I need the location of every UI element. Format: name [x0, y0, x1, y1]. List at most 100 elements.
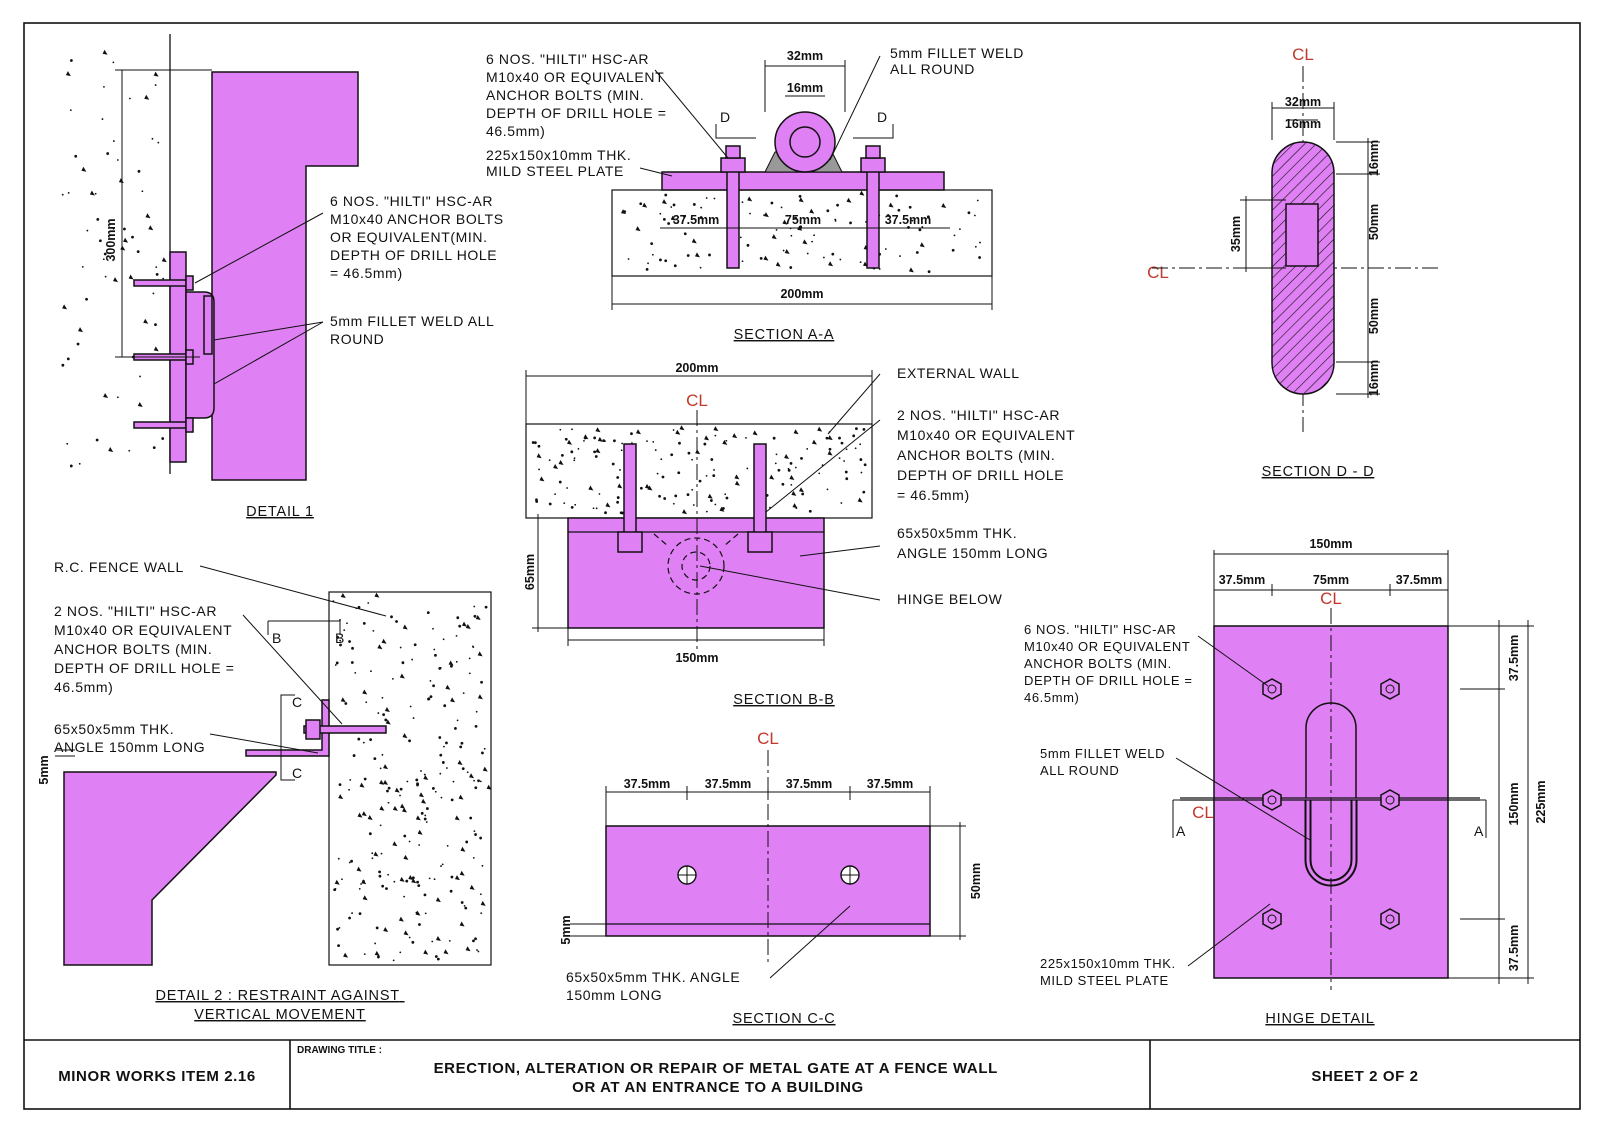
- detail1-concrete-wall: [60, 34, 170, 474]
- sectionbb-title: SECTION B-B: [733, 692, 834, 708]
- detail-2: B B C C 5mm R.C. FENCE WALL 2 NOS. "HILT…: [37, 559, 492, 1023]
- title-block: MINOR WORKS ITEM 2.16 DRAWING TITLE : ER…: [24, 1039, 1580, 1109]
- sectiondd-pin-slot: [1285, 203, 1319, 267]
- svg-text:32mm: 32mm: [787, 49, 823, 63]
- detail1-dim-300: 300mm: [104, 218, 118, 261]
- detail2-note-wall: R.C. FENCE WALL: [54, 559, 184, 575]
- svg-text:150mm: 150mm: [1507, 782, 1521, 825]
- svg-text:75mm: 75mm: [1313, 573, 1349, 587]
- sectionbb-note-angle: 65x50x5mm THK. ANGLE 150mm LONG: [897, 525, 1048, 561]
- svg-text:50mm: 50mm: [1367, 204, 1381, 240]
- sectionaa-plate: [661, 171, 945, 191]
- hinge-anchor-bolts: [1262, 678, 1400, 930]
- svg-text:37.5mm: 37.5mm: [1507, 925, 1521, 972]
- svg-text:D: D: [877, 109, 888, 125]
- detail2-note-angle: 65x50x5mm THK. ANGLE 150mm LONG: [54, 721, 205, 755]
- detail1-gate-frame: [211, 71, 359, 481]
- svg-text:37.5mm: 37.5mm: [1396, 573, 1443, 587]
- hinge-detail: CL CL A A 150mm 37.5mm 75mm 37.5mm 37.5m…: [1024, 537, 1548, 1027]
- svg-text:32mm: 32mm: [1285, 95, 1321, 109]
- svg-text:225mm: 225mm: [1534, 780, 1548, 823]
- svg-text:CL: CL: [757, 729, 779, 748]
- svg-text:D: D: [720, 109, 731, 125]
- detail2-gate-frame: [63, 771, 277, 966]
- svg-text:16mm: 16mm: [1285, 117, 1321, 131]
- svg-text:CL: CL: [1192, 803, 1214, 822]
- svg-text:CL: CL: [1320, 589, 1342, 608]
- svg-text:65mm: 65mm: [523, 554, 537, 590]
- detail-1: 300mm 6 NOS. "HILTI" HSC-AR M10x40 ANCHO…: [60, 34, 508, 520]
- section-a-a: D D 32mm 16mm 37.5mm 75mm 37.5mm 200mm 6…: [486, 45, 1023, 343]
- svg-text:16mm: 16mm: [787, 81, 823, 95]
- sectiondd-title: SECTION D - D: [1262, 464, 1375, 480]
- title-block-title: ERECTION, ALTERATION OR REPAIR OF METAL …: [434, 1060, 1003, 1096]
- sheet-border: [23, 22, 1581, 1110]
- sectioncc-note-angle: 65x50x5mm THK. ANGLE 150mm LONG: [566, 969, 745, 1003]
- detail1-title: DETAIL 1: [246, 504, 314, 520]
- detail1-note-bolts: 6 NOS. "HILTI" HSC-AR M10x40 ANCHOR BOLT…: [330, 193, 508, 281]
- svg-text:16mm: 16mm: [1367, 360, 1381, 396]
- svg-text:CL: CL: [1147, 263, 1169, 282]
- svg-text:37.5mm: 37.5mm: [885, 213, 932, 227]
- hinge-detail-title: HINGE DETAIL: [1265, 1011, 1374, 1027]
- svg-text:5mm: 5mm: [559, 915, 573, 944]
- detail2-title: DETAIL 2 : RESTRAINT AGAINST VERTICAL MO…: [155, 988, 404, 1023]
- sectionbb-anchor-bolts: [617, 443, 773, 553]
- svg-text:B: B: [335, 630, 345, 646]
- sectionaa-title: SECTION A-A: [734, 327, 835, 343]
- section-d-d: CL CL 32mm 16mm 35mm 16mm 50mm 50mm 16mm…: [1147, 45, 1438, 480]
- svg-text:5mm: 5mm: [37, 755, 51, 784]
- sectionbb-external-wall: [525, 423, 873, 519]
- svg-text:37.5mm: 37.5mm: [705, 777, 752, 791]
- hinge-note-weld: 5mm FILLET WELD ALL ROUND: [1040, 746, 1169, 778]
- svg-text:37.5mm: 37.5mm: [673, 213, 720, 227]
- detail2-fence-wall: [328, 591, 492, 966]
- detail2-note-bolts: 2 NOS. "HILTI" HSC-AR M10x40 OR EQUIVALE…: [54, 603, 239, 695]
- detail2-anchor-bolt: [303, 719, 387, 740]
- svg-text:35mm: 35mm: [1229, 216, 1243, 252]
- hinge-note-plate: 225x150x10mm THK. MILD STEEL PLATE: [1040, 956, 1180, 988]
- svg-text:C: C: [292, 694, 303, 710]
- title-block-item: MINOR WORKS ITEM 2.16: [58, 1068, 256, 1085]
- sectionbb-note-hinge: HINGE BELOW: [897, 591, 1003, 607]
- svg-text:37.5mm: 37.5mm: [1219, 573, 1266, 587]
- sectionbb-angle: [567, 517, 825, 629]
- sectionbb-note-wall: EXTERNAL WALL: [897, 365, 1020, 381]
- svg-text:C: C: [292, 765, 303, 781]
- svg-text:200mm: 200mm: [675, 361, 718, 375]
- sectionaa-note-plate: 225x150x10mm THK. MILD STEEL PLATE: [486, 147, 636, 179]
- detail1-concrete-aggregate: [61, 49, 167, 468]
- detail2-angle: [245, 699, 330, 757]
- title-block-label: DRAWING TITLE :: [297, 1045, 382, 1056]
- svg-text:CL: CL: [1292, 45, 1314, 64]
- svg-text:A: A: [1474, 823, 1484, 839]
- sectionbb-hinge-below: [667, 537, 725, 595]
- svg-text:50mm: 50mm: [1367, 298, 1381, 334]
- svg-text:B: B: [272, 630, 282, 646]
- svg-text:37.5mm: 37.5mm: [1507, 635, 1521, 682]
- hinge-note-bolts: 6 NOS. "HILTI" HSC-AR M10x40 OR EQUIVALE…: [1024, 622, 1197, 705]
- svg-text:150mm: 150mm: [1309, 537, 1352, 551]
- sectionaa-anchor-bolts: [720, 145, 886, 269]
- sectioncc-title: SECTION C-C: [732, 1011, 835, 1027]
- svg-text:16mm: 16mm: [1367, 140, 1381, 176]
- section-c-c: CL 37.5mm 37.5mm 37.5mm 37.5mm 50mm 5mm …: [559, 729, 983, 1027]
- sectionaa-concrete: [611, 189, 993, 277]
- svg-text:75mm: 75mm: [785, 213, 821, 227]
- svg-text:37.5mm: 37.5mm: [786, 777, 833, 791]
- detail2-concrete-aggregate: [332, 592, 492, 962]
- sectionbb-note-bolts: 2 NOS. "HILTI" HSC-AR M10x40 OR EQUIVALE…: [897, 407, 1079, 503]
- detail1-note-weld: 5mm FILLET WELD ALL ROUND: [330, 313, 498, 347]
- svg-text:50mm: 50mm: [969, 863, 983, 899]
- svg-text:150mm: 150mm: [675, 651, 718, 665]
- sectionbb-concrete-aggregate: [531, 425, 867, 515]
- section-b-b: CL 200mm 65mm 150mm EXTERNAL WALL 2 NOS.…: [523, 361, 1079, 708]
- svg-text:A: A: [1176, 823, 1186, 839]
- svg-text:37.5mm: 37.5mm: [624, 777, 671, 791]
- svg-text:37.5mm: 37.5mm: [867, 777, 914, 791]
- sectionaa-note-bolts: 6 NOS. "HILTI" HSC-AR M10x40 OR EQUIVALE…: [486, 51, 671, 139]
- title-block-sheet: SHEET 2 OF 2: [1311, 1068, 1418, 1085]
- svg-text:200mm: 200mm: [780, 287, 823, 301]
- svg-text:CL: CL: [686, 391, 708, 410]
